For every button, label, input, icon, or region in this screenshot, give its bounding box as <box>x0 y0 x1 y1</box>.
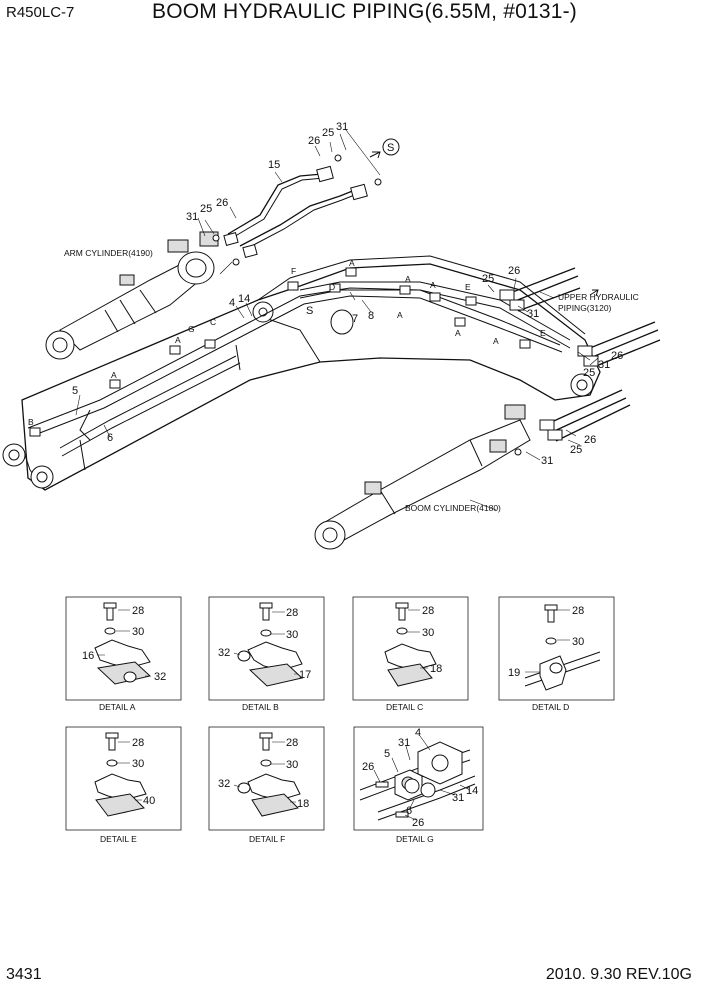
detail-f-caption: DETAIL F <box>249 834 285 844</box>
callout-31: 31 <box>336 121 348 133</box>
part-32: 32 <box>218 647 230 659</box>
part-31: 31 <box>452 792 464 804</box>
part-30: 30 <box>132 626 144 638</box>
part-30: 30 <box>286 759 298 771</box>
detail-b: 28 30 32 17 DETAIL B <box>208 596 325 712</box>
part-14: 14 <box>466 785 478 797</box>
detail-c-caption: DETAIL C <box>386 702 423 712</box>
detail-marker-c: C <box>210 317 216 327</box>
callout-31: 31 <box>541 455 553 467</box>
detail-marker-d: D <box>329 282 335 292</box>
callout-26: 26 <box>308 135 320 147</box>
part-26: 26 <box>362 761 374 773</box>
callout-6: 6 <box>107 432 113 444</box>
page-number: 3431 <box>6 966 42 983</box>
detail-b-caption: DETAIL B <box>242 702 279 712</box>
part-6: 6 <box>406 805 412 817</box>
detail-marker-a: A <box>111 370 117 380</box>
detail-d-caption: DETAIL D <box>532 702 569 712</box>
callout-25: 25 <box>482 273 494 285</box>
callout-25: 25 <box>570 444 582 456</box>
model-number: R450LC-7 <box>6 4 75 21</box>
page-title: BOOM HYDRAULIC PIPING(6.55M, #0131-) <box>152 0 577 23</box>
detail-marker-a: A <box>430 280 436 290</box>
detail-a: 28 30 16 32 DETAIL A <box>65 596 182 712</box>
detail-marker-e: E <box>465 282 471 292</box>
detail-g-caption: DETAIL G <box>396 834 434 844</box>
arm-cylinder-label: ARM CYLINDER(4190) <box>64 248 153 258</box>
detail-c: 28 30 18 DETAIL C <box>352 596 469 712</box>
detail-f: 28 30 32 18 DETAIL F <box>208 726 325 844</box>
part-28: 28 <box>286 737 298 749</box>
detail-marker-a: A <box>493 336 499 346</box>
callout-15: 15 <box>268 159 280 171</box>
part-32: 32 <box>218 778 230 790</box>
callout-4: 4 <box>229 297 235 309</box>
part-28: 28 <box>572 605 584 617</box>
part-30: 30 <box>422 627 434 639</box>
callout-26: 26 <box>216 197 228 209</box>
revision-date: 2010. 9.30 REV.10G <box>545 966 692 983</box>
callout-25: 25 <box>200 203 212 215</box>
main-labels: ARM CYLINDER(4190) UPPER HYDRAULIC PIPIN… <box>28 121 639 513</box>
part-30: 30 <box>572 636 584 648</box>
detail-e-caption: DETAIL E <box>100 834 137 844</box>
detail-e: 28 30 40 DETAIL E <box>65 726 182 844</box>
part-19: 19 <box>508 667 520 679</box>
part-30: 30 <box>132 758 144 770</box>
detail-d: 28 30 19 DETAIL D <box>498 596 615 712</box>
callout-8: 8 <box>368 310 374 322</box>
part-18: 18 <box>297 798 309 810</box>
callout-5: 5 <box>72 385 78 397</box>
detail-marker-b: B <box>28 417 34 427</box>
part-28: 28 <box>132 737 144 749</box>
detail-marker-a: A <box>455 328 461 338</box>
callout-31: 31 <box>598 359 610 371</box>
detail-marker-g: G <box>188 324 195 334</box>
part-17: 17 <box>299 669 311 681</box>
part-32: 32 <box>154 671 166 683</box>
detail-g: 4 31 5 26 6 31 14 26 DETAIL G <box>353 726 484 844</box>
upper-piping-label-1: UPPER HYDRAULIC <box>558 292 639 302</box>
part-40: 40 <box>143 795 155 807</box>
detail-marker-f: F <box>291 266 296 276</box>
part-31: 31 <box>398 737 410 749</box>
callout-31: 31 <box>186 211 198 223</box>
boom-assembly <box>2 129 661 550</box>
part-28: 28 <box>422 605 434 617</box>
callout-25: 25 <box>322 127 334 139</box>
callout-31: 31 <box>527 308 539 320</box>
callout-7: 7 <box>352 313 358 325</box>
part-18: 18 <box>430 663 442 675</box>
detail-marker-a: A <box>175 335 181 345</box>
detail-marker-a: A <box>405 274 411 284</box>
callout-25: 25 <box>583 367 595 379</box>
part-16: 16 <box>82 650 94 662</box>
upper-piping-label-2: PIPING(3120) <box>558 303 612 313</box>
part-30: 30 <box>286 629 298 641</box>
view-s-marker: S <box>387 142 394 154</box>
part-28: 28 <box>286 607 298 619</box>
part-26: 26 <box>412 817 424 829</box>
part-4: 4 <box>415 727 421 739</box>
view-s-marker-boom: S <box>306 305 313 317</box>
detail-marker-a: A <box>349 258 355 268</box>
callout-26: 26 <box>611 350 623 362</box>
callout-26: 26 <box>508 265 520 277</box>
callout-26: 26 <box>584 434 596 446</box>
detail-a-caption: DETAIL A <box>99 702 136 712</box>
callout-14: 14 <box>238 293 250 305</box>
detail-marker-e: E <box>540 328 546 338</box>
detail-marker-a: A <box>397 310 403 320</box>
boom-cylinder-label: BOOM CYLINDER(4180) <box>405 503 501 513</box>
part-5: 5 <box>384 748 390 760</box>
part-28: 28 <box>132 605 144 617</box>
